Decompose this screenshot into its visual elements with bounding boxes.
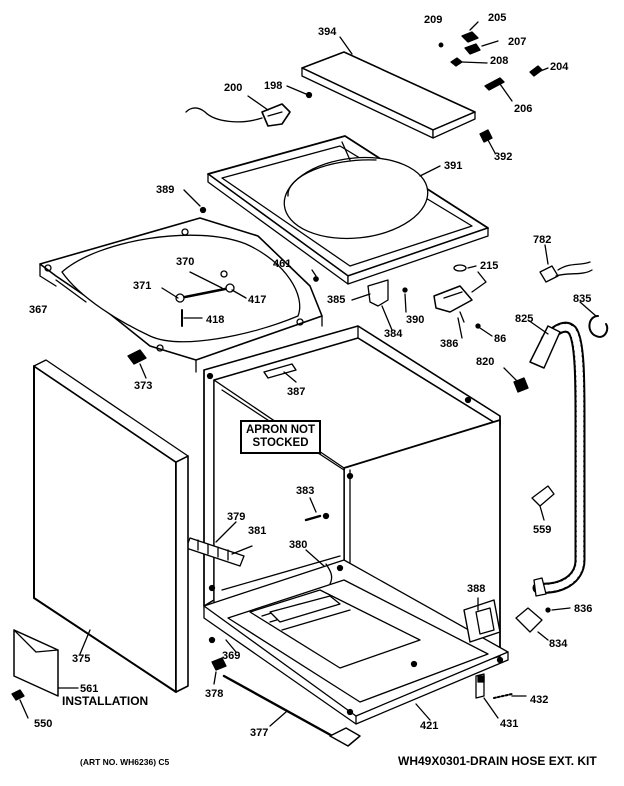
brackets-385-390-384 [351, 279, 408, 331]
part-label: 421 [420, 720, 439, 732]
part-label: 394 [318, 26, 337, 38]
part-label: 431 [500, 718, 519, 730]
part-label: 198 [264, 80, 283, 92]
part-label: 390 [406, 314, 425, 326]
suspension-rod [55, 270, 247, 327]
top-lid [301, 51, 476, 139]
part-label: 380 [289, 539, 308, 551]
rod-377 [211, 639, 361, 747]
part-label: 378 [205, 688, 224, 700]
part-label: 386 [440, 338, 459, 350]
part-label: 461 [273, 258, 292, 270]
part-label: 388 [467, 583, 486, 595]
part-label: 205 [488, 12, 507, 24]
drain-hose-kit-caption: WH49X0301-DRAIN HOSE EXT. KIT [398, 754, 597, 768]
part-label: 836 [574, 603, 593, 615]
lid-hinge-200 [185, 95, 291, 127]
art-number: (ART NO. WH6236) C5 [80, 757, 170, 767]
top-frame [207, 135, 489, 285]
part-label: 782 [533, 234, 552, 246]
part-label: 391 [444, 160, 463, 172]
cord-part-782 [539, 244, 593, 283]
part-label: 379 [227, 511, 246, 523]
apron-note-line2: STOCKED [252, 437, 309, 449]
part-label: 377 [250, 727, 269, 739]
base-support-plate [39, 217, 323, 373]
part-label: 550 [34, 718, 53, 730]
part-label: 389 [156, 184, 175, 196]
part-label: 385 [327, 294, 346, 306]
part-label: 820 [476, 356, 495, 368]
part-label: 215 [480, 260, 499, 272]
lid-switch-parts [438, 21, 549, 154]
part-label: 381 [248, 525, 267, 537]
switch-assembly-386 [433, 264, 493, 339]
part-label: 375 [72, 653, 91, 665]
part-label: 371 [133, 280, 152, 292]
part-label: 209 [424, 14, 443, 26]
installation-caption: INSTALLATION [62, 694, 149, 708]
drain-hose [503, 301, 609, 597]
part-label: 392 [494, 151, 513, 163]
part-label: 200 [224, 82, 243, 94]
front-panel [33, 359, 189, 693]
part-label: 825 [515, 313, 534, 325]
part-label: 204 [550, 61, 569, 73]
part-label: 373 [134, 380, 153, 392]
part-label: 86 [494, 333, 507, 345]
part-label: 206 [514, 103, 533, 115]
part-label: 387 [287, 386, 306, 398]
apron-note-line1: APRON NOT [246, 424, 315, 436]
part-label: 383 [296, 485, 315, 497]
part-label: 417 [248, 294, 267, 306]
part-label: 370 [176, 256, 195, 268]
part-label: 432 [530, 694, 549, 706]
part-label: 418 [206, 314, 225, 326]
part-label: 384 [384, 328, 403, 340]
installation-envelope [11, 629, 79, 719]
part-label: 369 [222, 650, 241, 662]
part-label: 208 [490, 55, 509, 67]
part-label: 207 [508, 36, 527, 48]
part-label: 561 [80, 683, 99, 695]
part-label: 834 [549, 638, 568, 650]
part-label: 559 [533, 524, 552, 536]
cabinet [203, 325, 509, 725]
part-label: 367 [29, 304, 48, 316]
apron-note: APRON NOT STOCKED [240, 420, 321, 454]
part-label: 835 [573, 293, 592, 305]
